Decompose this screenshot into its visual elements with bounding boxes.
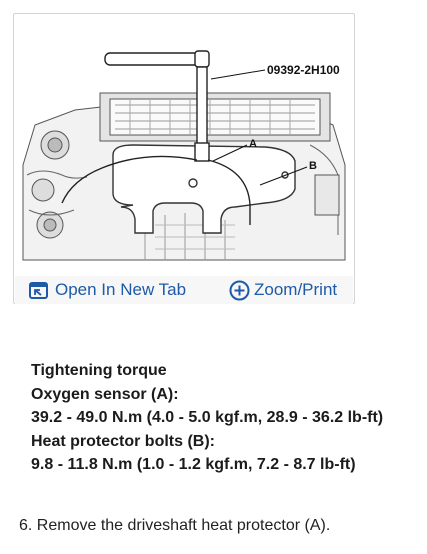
figure-card: 09392-2H100 A B Open In New Tab Zoom/Pr [13,13,355,304]
callouts [210,69,308,186]
callout-a-label: A [249,138,257,150]
heat-protector-bolts-torque: 9.8 - 11.8 N.m (1.0 - 1.2 kgf.m, 7.2 - 8… [31,456,356,474]
open-in-new-tab-label: Open In New Tab [55,280,187,299]
open-in-new-tab-icon [29,281,48,299]
open-in-new-tab-link[interactable]: Open In New Tab [29,278,186,302]
oxygen-sensor-label: Oxygen sensor (A): [31,385,179,403]
procedure-step: 6. Remove the driveshaft heat protector … [19,517,331,534]
tool-number-label: 09392-2H100 [267,63,340,77]
heat-protector [112,144,296,234]
figure-actions-bar: Open In New Tab Zoom/Print [15,276,353,304]
torque-spec-block: Tightening torque Oxygen sensor (A): 39.… [31,359,421,477]
engine-diagram: 09392-2H100 A B [22,50,346,261]
callout-b-label: B [309,160,317,172]
special-tool [61,50,251,225]
spec-heading: Tightening torque [31,362,167,379]
plus-circle-icon [229,280,250,301]
zoom-print-link[interactable]: Zoom/Print [229,278,337,302]
zoom-print-label: Zoom/Print [254,280,338,299]
heat-protector-bolts-label: Heat protector bolts (B): [31,432,215,450]
oxygen-sensor-torque: 39.2 - 49.0 N.m (4.0 - 5.0 kgf.m, 28.9 -… [31,409,384,427]
